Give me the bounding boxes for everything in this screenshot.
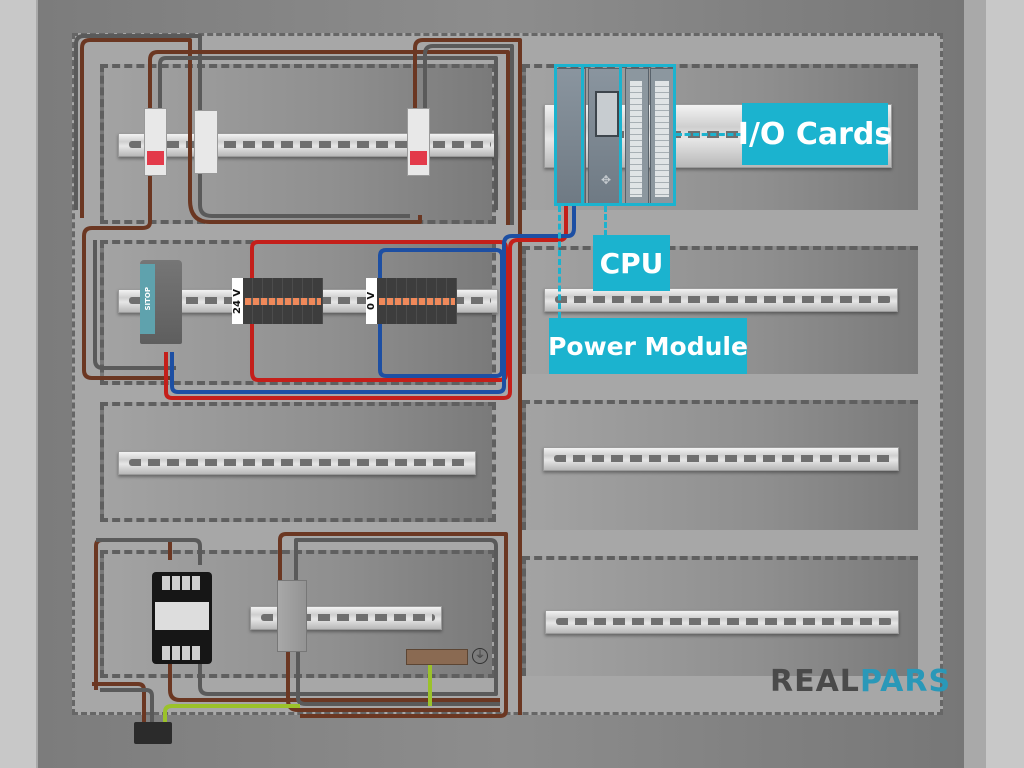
wire-gray (423, 44, 514, 225)
callout-power-module: Power Module (548, 318, 748, 374)
cpu-dpad-icon: ✥ (600, 173, 612, 187)
din-rail (543, 447, 899, 471)
ground-symbol-icon: ⏚ (472, 648, 488, 664)
wire-brown (148, 50, 510, 225)
highlight-io-cards (622, 64, 676, 206)
wire-gray (96, 538, 498, 696)
wire-brown (80, 38, 422, 224)
callout-io-cards: I/O Cards (738, 103, 892, 165)
wire-gray (100, 688, 154, 738)
terminal-label-24v: 24 V (232, 278, 243, 324)
circuit-breaker (407, 108, 430, 176)
terminal-block-24v (243, 278, 323, 324)
callout-cpu: CPU (593, 235, 670, 291)
din-rail (545, 610, 899, 634)
wire-gray (74, 34, 410, 218)
wire-blue (170, 205, 576, 394)
control-transformer (152, 572, 212, 664)
din-rail (118, 133, 498, 157)
leader-power-module (558, 206, 561, 318)
din-rail (118, 451, 476, 475)
cable-gland (134, 722, 172, 744)
circuit-breaker (144, 108, 167, 176)
surge-protector (194, 110, 218, 174)
wire-red (164, 205, 568, 400)
highlight-power-module (554, 64, 584, 206)
din-rail (544, 288, 898, 312)
leader-io-cards (676, 133, 742, 136)
plc-io-card (650, 68, 676, 204)
terminal-label-0v: 0 V (366, 278, 377, 324)
wire-brown (413, 38, 522, 715)
power-supply-sitop: SITOP (140, 260, 182, 344)
terminal-block-0v (377, 278, 457, 324)
ground-bar (406, 649, 468, 665)
wire-gray (296, 650, 500, 706)
wire-ground (163, 663, 432, 738)
power-supply-label: SITOP (143, 287, 152, 311)
wire-brown (82, 170, 170, 380)
leader-cpu (604, 206, 607, 236)
fuse-holder (277, 580, 307, 652)
highlight-cpu (584, 64, 622, 206)
wire-gray (93, 240, 176, 370)
wire-gray (158, 56, 498, 210)
plc-io-card (625, 68, 649, 204)
realpars-logo: REALPARS (770, 664, 952, 699)
